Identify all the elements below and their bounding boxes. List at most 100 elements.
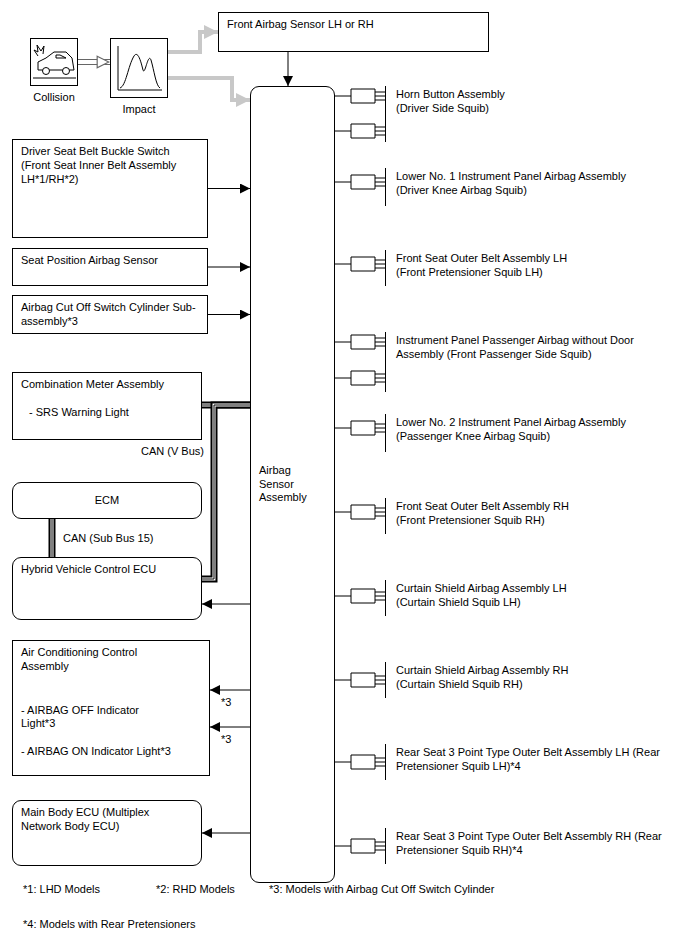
squib-connector-symbol [351, 175, 385, 189]
node-title: Rear Seat 3 Point Type Outer Belt Assemb… [396, 746, 666, 774]
squib-box: Curtain Shield Airbag Assembly LH (Curta… [385, 580, 680, 616]
connector-stroke [210, 690, 250, 691]
squib-connector-symbol [351, 371, 385, 385]
squib-connector-symbol [351, 257, 385, 271]
node-title: Instrument Panel Passenger Airbag withou… [396, 334, 671, 362]
signal-arrow [210, 690, 250, 691]
squib-connector-symbol [351, 589, 385, 603]
squib-wire [335, 673, 385, 687]
squib-connector-symbol [351, 124, 385, 138]
ecu-box: ECM [12, 482, 202, 519]
meter-box: Combination Meter Assembly - SRS Warning … [12, 372, 202, 440]
signal-arrow [168, 78, 250, 100]
signal-arrow [168, 32, 218, 52]
squib-box: Lower No. 2 Instrument Panel Airbag Asse… [385, 414, 680, 452]
squib-wire [335, 124, 385, 138]
control-assembly-box: Air Conditioning Control Assembly - AIRBA… [12, 640, 210, 776]
connector-stroke [52, 519, 53, 557]
node-title: Airbag Cut Off Switch Cylinder Sub-assem… [21, 301, 199, 329]
squib-wire [335, 371, 385, 385]
node-title: Main Body ECU (Multiplex Network Body EC… [21, 806, 171, 834]
ecu-box: Hybrid Vehicle Control ECU [12, 557, 202, 620]
connector-stroke [202, 405, 250, 579]
signal-arrow [210, 727, 250, 728]
squib-wire [335, 175, 385, 189]
signal-arrow [208, 267, 250, 268]
connector-stroke [49, 519, 56, 557]
signal-arrow [288, 52, 289, 86]
node-title: Air Conditioning Control Assembly [21, 646, 171, 674]
connector-stroke [208, 267, 250, 268]
squib-wire [335, 421, 385, 435]
squib-box: Lower No. 1 Instrument Panel Airbag Asse… [385, 168, 680, 206]
squib-box: Front Seat Outer Belt Assembly RH (Front… [385, 498, 680, 534]
squib-connector-symbol [351, 755, 385, 769]
footnote: *1: LHD Models [22, 883, 101, 897]
connector-stroke [51, 519, 54, 557]
impact-box: Impact [110, 38, 168, 98]
signal-arrow [208, 314, 250, 315]
node-title: ECM [95, 494, 119, 508]
connector-stroke [202, 405, 250, 579]
signal-arrow [78, 62, 110, 63]
connector-stroke [210, 727, 250, 728]
node-title: Rear Seat 3 Point Type Outer Belt Assemb… [396, 830, 666, 858]
node-title: Front Seat Outer Belt Assembly LH (Front… [396, 252, 596, 280]
node-title: Horn Button Assembly (Driver Side Squib) [396, 88, 526, 116]
can-bus-line [202, 405, 250, 579]
node-title: Combination Meter Assembly [21, 378, 193, 392]
edge-label: *3 [220, 733, 232, 747]
footnote: *2: RHD Models [155, 883, 236, 897]
node-title: Front Airbag Sensor LH or RH [227, 18, 480, 32]
ecu-box: Main Body ECU (Multiplex Network Body EC… [12, 800, 202, 866]
connector-stroke [208, 188, 250, 189]
node-title: Curtain Shield Airbag Assembly RH (Curta… [396, 664, 596, 692]
squib-connector-symbol [351, 673, 385, 687]
node-title: Collision [33, 91, 75, 105]
squib-connector-symbol [351, 335, 385, 349]
edge-label: *3 [220, 696, 232, 710]
footnote: *4: Models with Rear Pretensioners [22, 918, 196, 932]
squib-connector-symbol [351, 505, 385, 519]
squib-wire [335, 505, 385, 519]
switch-box: Driver Seat Belt Buckle Switch (Front Se… [12, 139, 208, 238]
squib-connector-symbol [351, 89, 385, 103]
squib-box: Front Seat Outer Belt Assembly LH (Front… [385, 250, 680, 286]
squib-wire [335, 335, 385, 349]
squib-box: Instrument Panel Passenger Airbag withou… [385, 332, 680, 392]
squib-connector-symbol [351, 839, 385, 853]
sensor-box: Front Airbag Sensor LH or RH [218, 12, 489, 52]
squib-box: Rear Seat 3 Point Type Outer Belt Assemb… [385, 744, 680, 780]
node-item: - AIRBAG OFF Indicator Light*3 [21, 704, 171, 732]
squib-box: Horn Button Assembly (Driver Side Squib) [385, 86, 680, 142]
connector-stroke [168, 78, 250, 100]
node-title: Driver Seat Belt Buckle Switch (Front Se… [21, 145, 199, 186]
squib-connector-symbol [351, 421, 385, 435]
squib-wire [335, 839, 385, 853]
connector-stroke [78, 59, 110, 65]
airbag-sensor-assembly: Airbag Sensor Assembly [250, 86, 335, 883]
node-item: - AIRBAG ON Indicator Light*3 [21, 745, 171, 759]
squib-wire [335, 589, 385, 603]
signal-arrow [202, 833, 250, 834]
switch-box: Airbag Cut Off Switch Cylinder Sub-assem… [12, 295, 208, 334]
impact-graph-icon [118, 46, 162, 90]
squib-wire [335, 257, 385, 271]
squib-wire [335, 89, 385, 103]
connector-stroke [78, 60, 110, 64]
signal-arrow [208, 188, 250, 189]
connector-stroke [168, 32, 218, 52]
node-item: - SRS Warning Light [21, 406, 193, 420]
node-title: Impact [122, 103, 155, 117]
node-title: Hybrid Vehicle Control ECU [21, 563, 193, 577]
connector-stroke [202, 604, 250, 605]
footnote: *3: Models with Airbag Cut Off Switch Cy… [268, 883, 495, 897]
can-bus-line [52, 519, 53, 557]
edge-label: CAN (Sub Bus 15) [62, 532, 154, 546]
node-title: Seat Position Airbag Sensor [21, 254, 199, 268]
sensor-box: Seat Position Airbag Sensor [12, 248, 208, 286]
node-title: Curtain Shield Airbag Assembly LH (Curta… [396, 582, 596, 610]
squib-wire [335, 755, 385, 769]
collision-box: Collision [30, 38, 78, 86]
